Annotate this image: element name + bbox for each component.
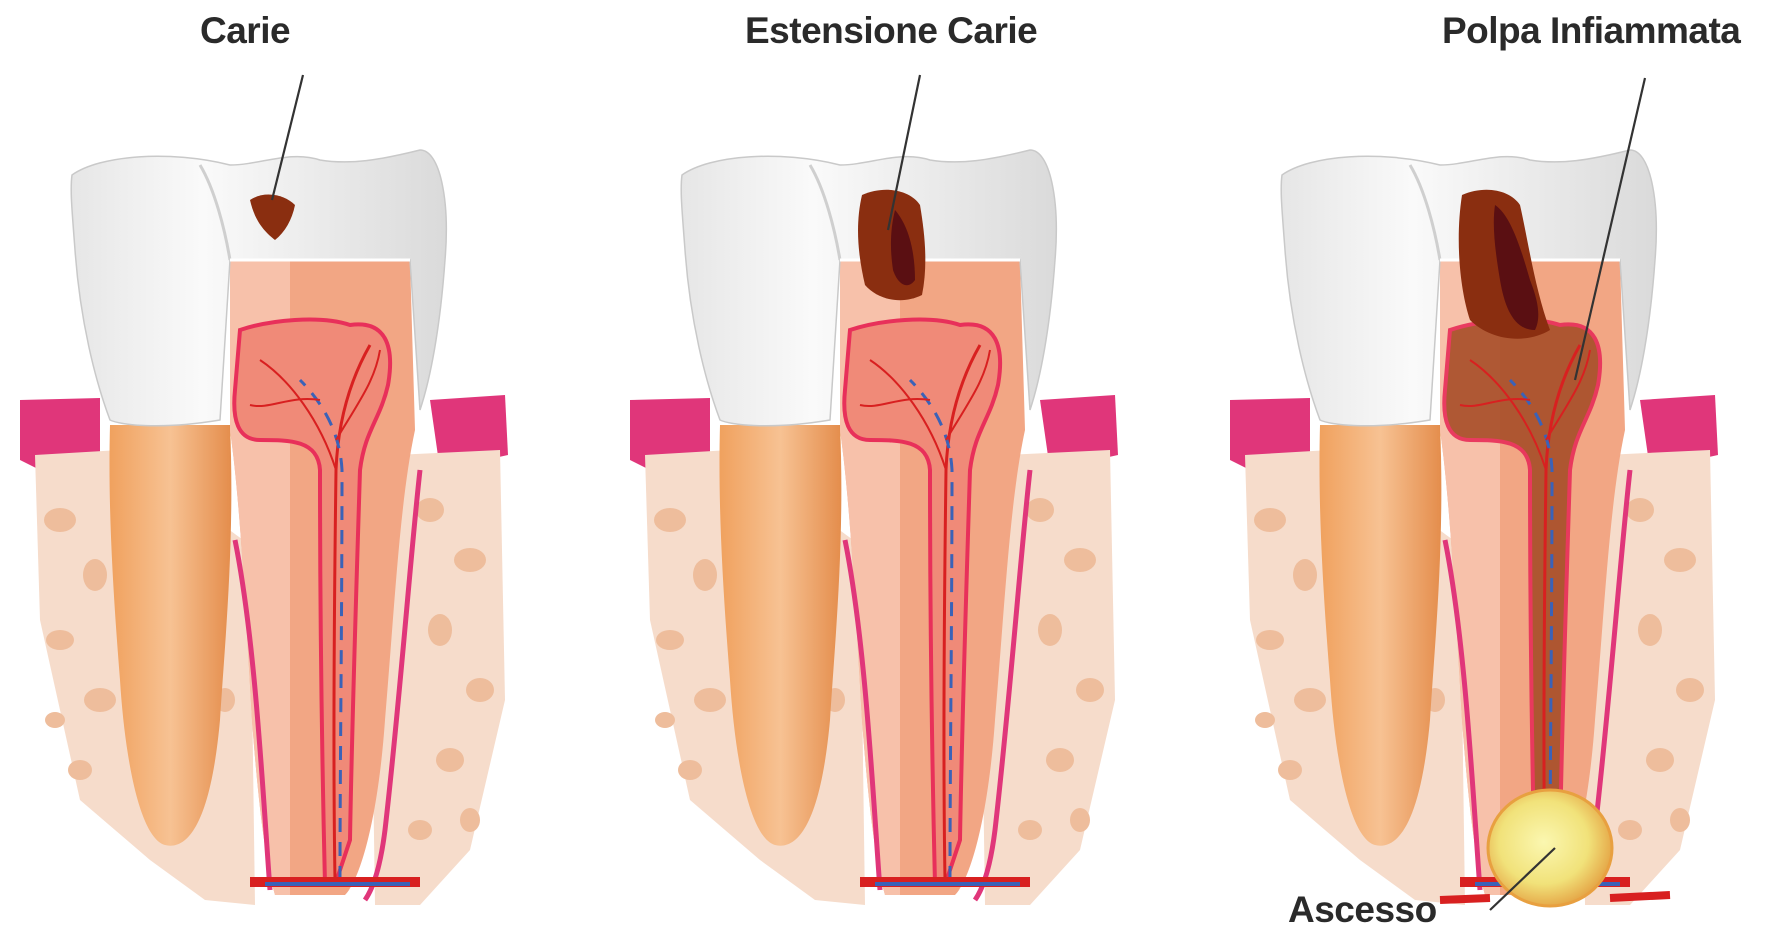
bone-spot bbox=[1046, 748, 1074, 772]
bone-spot bbox=[1278, 760, 1302, 780]
abscess bbox=[1488, 790, 1612, 906]
bone-spot bbox=[454, 548, 486, 572]
bone-spot bbox=[655, 712, 675, 728]
bone-spot bbox=[1646, 748, 1674, 772]
bone-spot bbox=[1026, 498, 1054, 522]
bone-spot bbox=[44, 508, 76, 532]
label-polpa-infiammata: Polpa Infiammata bbox=[1442, 10, 1740, 52]
bone-spot bbox=[654, 508, 686, 532]
tooth-section-1 bbox=[20, 150, 508, 905]
bone-spot bbox=[693, 559, 717, 591]
bone-spot bbox=[1064, 548, 1096, 572]
bone-spot bbox=[84, 688, 116, 712]
bone-spot bbox=[1255, 712, 1275, 728]
bone-spot bbox=[460, 808, 480, 832]
tooth-section-2 bbox=[630, 150, 1118, 905]
bone-spot bbox=[46, 630, 74, 650]
tooth-section-3 bbox=[1230, 150, 1718, 906]
bone-spot bbox=[436, 748, 464, 772]
bone-spot bbox=[1676, 678, 1704, 702]
bone-spot bbox=[694, 688, 726, 712]
bone-spot bbox=[656, 630, 684, 650]
bone-spot bbox=[466, 678, 494, 702]
bone-spot bbox=[1618, 820, 1642, 840]
bone-spot bbox=[1254, 508, 1286, 532]
bone-spot bbox=[45, 712, 65, 728]
bone-spot bbox=[1018, 820, 1042, 840]
bone-spot bbox=[68, 760, 92, 780]
bone-spot bbox=[83, 559, 107, 591]
bone-spot bbox=[1293, 559, 1317, 591]
bone-spot bbox=[678, 760, 702, 780]
bone-spot bbox=[408, 820, 432, 840]
label-carie: Carie bbox=[200, 10, 290, 52]
bone-spot bbox=[1664, 548, 1696, 572]
label-ascesso: Ascesso bbox=[1288, 889, 1437, 931]
bone-spot bbox=[1038, 614, 1062, 646]
label-estensione-carie: Estensione Carie bbox=[745, 10, 1037, 52]
bone-spot bbox=[1256, 630, 1284, 650]
bone-spot bbox=[1076, 678, 1104, 702]
bone-spot bbox=[1670, 808, 1690, 832]
bone-spot bbox=[1070, 808, 1090, 832]
bone-spot bbox=[1294, 688, 1326, 712]
bone-spot bbox=[416, 498, 444, 522]
bone-spot bbox=[1638, 614, 1662, 646]
bone-spot bbox=[428, 614, 452, 646]
bone-spot bbox=[1626, 498, 1654, 522]
